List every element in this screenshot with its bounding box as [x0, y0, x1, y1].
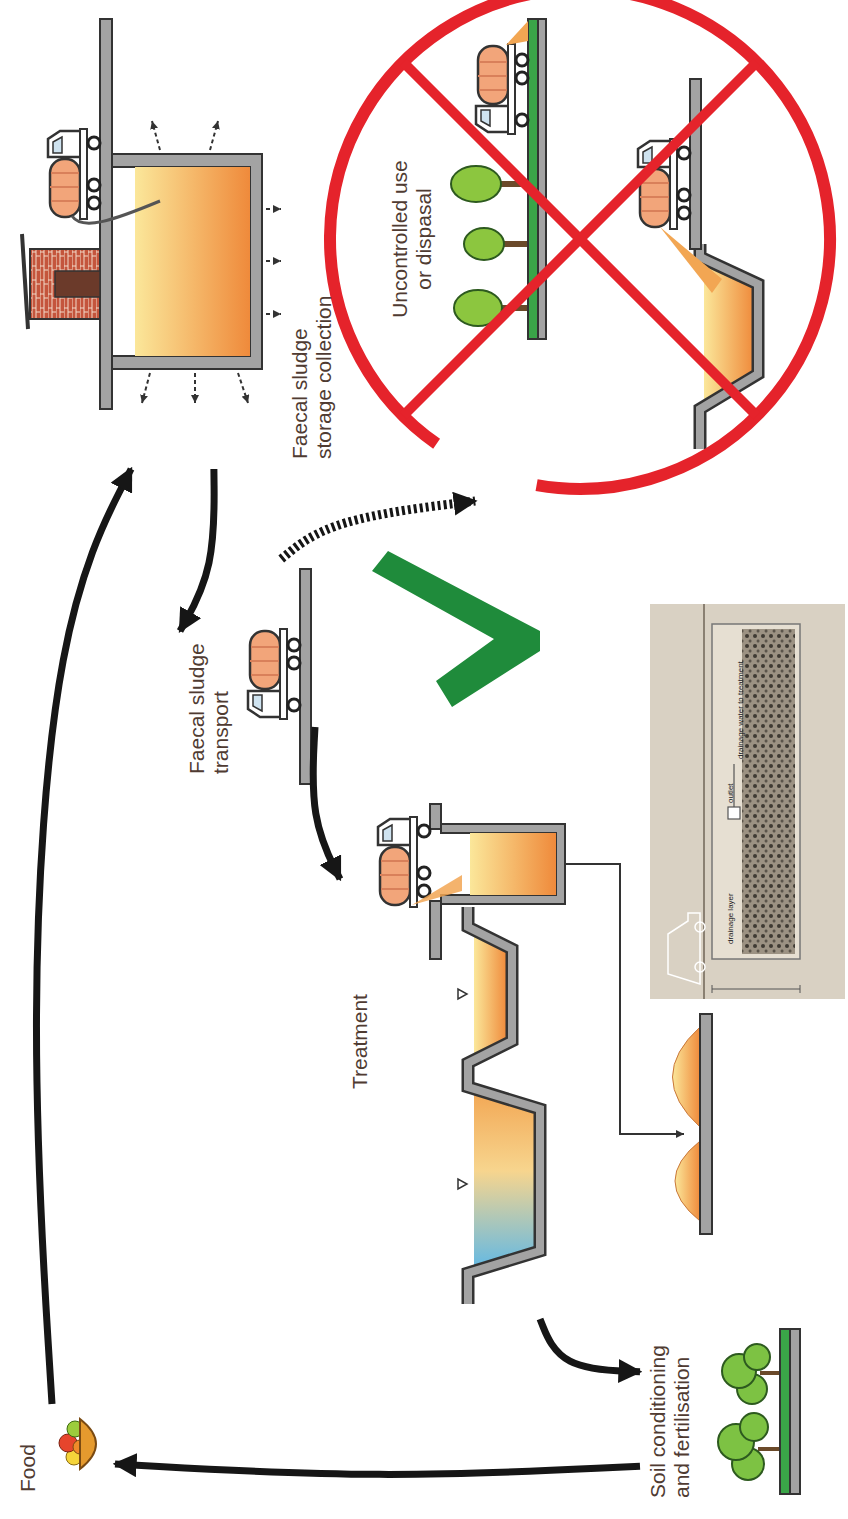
drying-bed-section — [712, 985, 800, 993]
uncontrolled-disposal-scene — [464, 228, 504, 260]
cycle-arrow — [540, 1319, 640, 1372]
cycle-arrow — [115, 1464, 640, 1474]
section-label: outlet — [726, 783, 735, 803]
stage-label: Uncontrolled use or dispasal — [388, 154, 436, 324]
treatment-plant — [458, 989, 467, 999]
seepage-arrow — [194, 373, 196, 403]
uncontrolled-disposal-scene — [451, 166, 504, 326]
treatment-plant — [441, 824, 565, 904]
cycle-arrow — [180, 469, 214, 631]
uncontrolled-disposal-scene — [451, 19, 758, 449]
drying-bed-section — [668, 913, 700, 984]
stage-label: Faecal sludge storage collection — [288, 259, 336, 459]
uncontrolled-disposal-scene — [476, 44, 528, 134]
prohibition-circle — [330, 0, 830, 489]
treatment-plant — [470, 833, 556, 895]
seepage-arrow — [142, 373, 150, 403]
section-label: drainage layer — [726, 893, 735, 944]
drying-bed-section — [742, 629, 795, 954]
pit-latrine — [100, 19, 112, 409]
pit-latrine — [55, 271, 100, 297]
food-stage: Food — [10, 1404, 115, 1504]
uncontrolled-disposal-scene — [451, 166, 501, 202]
pit-latrine — [135, 167, 250, 356]
seepage-arrow — [266, 313, 281, 315]
seepage-arrow — [210, 121, 218, 150]
drying-bed-section — [695, 922, 705, 932]
drying-bed-section — [712, 624, 800, 959]
seepage-arrow — [142, 121, 281, 403]
treatment-plant — [474, 1089, 535, 1271]
soil-plants — [740, 1413, 768, 1441]
treatment-plant — [675, 1141, 700, 1221]
pit-latrine — [22, 234, 28, 329]
pit-latrine — [22, 19, 281, 409]
treatment-plant — [468, 907, 540, 1304]
stage-label: Soil conditioning and fertilisation — [646, 1323, 694, 1498]
stage-label: Faecal sludge transport — [185, 609, 233, 774]
prohibition-cross — [403, 62, 757, 416]
drying-bed-section — [650, 604, 845, 999]
drying-bed-section — [728, 807, 740, 819]
dashed-arrow — [281, 501, 475, 559]
section-label: drainage layer — [719, 893, 737, 944]
pit-latrine — [30, 249, 100, 319]
soil-plants — [718, 1329, 800, 1494]
food-basket — [59, 1419, 96, 1469]
storage-collection-stage: Faecal sludge storage collection — [0, 19, 345, 469]
transport-stage: Faecal sludge transport — [180, 559, 315, 799]
treatment-stage: Treatment — [340, 819, 740, 1319]
cycle-arrow — [36, 469, 131, 1404]
section-label: outlet — [719, 783, 737, 803]
treatment-plant — [458, 1179, 467, 1189]
drying-bed-section — [650, 604, 845, 999]
drying-bed-section — [695, 962, 705, 972]
transport-truck — [300, 569, 311, 784]
drying-bed-section — [703, 604, 705, 999]
stage-label: Treatment — [348, 959, 372, 1089]
seepage-arrow — [152, 121, 160, 150]
stage-label: Food — [16, 1412, 40, 1492]
treatment-plant — [700, 1014, 712, 1234]
soil-stage: Soil conditioning and fertilisation — [640, 1315, 810, 1504]
check-mark — [372, 551, 540, 707]
soil-plants — [744, 1344, 770, 1370]
treatment-plant — [430, 804, 441, 829]
treatment-plant — [430, 901, 441, 959]
seepage-arrow — [238, 373, 248, 403]
pit-latrine — [48, 129, 100, 219]
soil-plants — [718, 1344, 770, 1480]
pit-latrine — [112, 154, 262, 369]
pit-latrine — [72, 201, 160, 223]
section-label: drainage water to treatment — [729, 661, 747, 759]
soil-plants — [790, 1329, 800, 1494]
uncontrolled-disposal-scene — [690, 79, 701, 249]
treatment-plant — [673, 1027, 701, 1127]
transport-truck — [248, 569, 311, 784]
soil-plants — [780, 1329, 790, 1494]
seepage-arrow — [266, 260, 281, 262]
seepage-arrow — [266, 208, 281, 210]
treatment-plant — [378, 817, 430, 907]
uncontrolled-disposal-scene — [538, 19, 546, 339]
treatment-plant — [412, 875, 462, 905]
disposal-circle: Uncontrolled use or dispasal — [318, 0, 842, 501]
uncontrolled-disposal-scene — [660, 227, 722, 293]
section-label: drainage water to treatment — [736, 661, 745, 759]
cycle-arrow — [313, 727, 340, 879]
food-basket — [80, 1419, 96, 1469]
treatment-plant — [468, 907, 540, 1304]
uncontrolled-disposal-scene — [506, 21, 528, 45]
transport-truck — [248, 629, 300, 719]
